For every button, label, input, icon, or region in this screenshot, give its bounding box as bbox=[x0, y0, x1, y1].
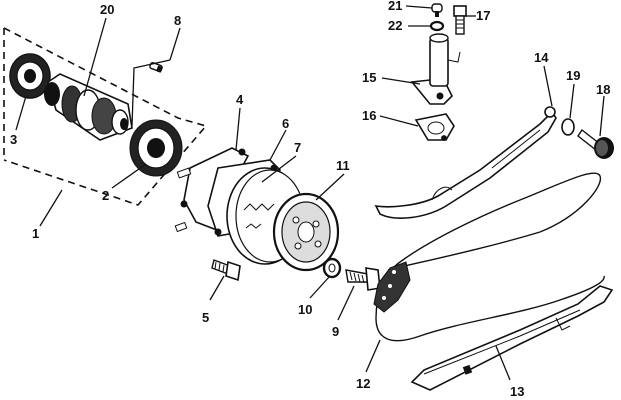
pivot-washer bbox=[561, 118, 575, 136]
callout-1: 1 bbox=[32, 226, 39, 241]
callout-2: 2 bbox=[102, 188, 109, 203]
callout-14: 14 bbox=[534, 50, 549, 65]
callout-10: 10 bbox=[298, 302, 312, 317]
washer bbox=[322, 257, 342, 279]
callout-12: 12 bbox=[356, 376, 370, 391]
callout-5: 5 bbox=[202, 310, 209, 325]
callout-3: 3 bbox=[10, 132, 17, 147]
callout-9: 9 bbox=[332, 324, 339, 339]
drive-plate bbox=[272, 192, 340, 272]
leader-lines bbox=[15, 5, 605, 381]
plate-screw bbox=[211, 259, 241, 282]
callout-labels: 20 8 3 2 1 4 6 7 11 5 10 9 12 13 14 19 1… bbox=[10, 0, 610, 399]
tensioner-bolt bbox=[453, 5, 467, 35]
o-ring bbox=[429, 20, 445, 32]
callout-17: 17 bbox=[476, 8, 490, 23]
chain-guide bbox=[410, 285, 614, 391]
callout-22: 22 bbox=[388, 18, 402, 33]
callout-16: 16 bbox=[362, 108, 376, 123]
callout-13: 13 bbox=[510, 384, 524, 399]
camshaft bbox=[44, 73, 133, 141]
callout-18: 18 bbox=[596, 82, 610, 97]
sprocket-bolt bbox=[345, 267, 381, 291]
callout-8: 8 bbox=[174, 13, 181, 28]
callout-11: 11 bbox=[336, 158, 350, 173]
left-bearing bbox=[9, 53, 51, 99]
small-screw bbox=[431, 3, 443, 17]
timing-chain bbox=[373, 172, 605, 342]
callout-15: 15 bbox=[362, 70, 376, 85]
tensioner-gasket bbox=[414, 113, 455, 141]
callout-6: 6 bbox=[282, 116, 289, 131]
tensioner-guide bbox=[374, 106, 557, 219]
pivot-bolt bbox=[577, 128, 614, 159]
callout-4: 4 bbox=[236, 92, 244, 107]
tensioner-body bbox=[410, 33, 461, 105]
callout-20: 20 bbox=[100, 2, 114, 17]
callout-7: 7 bbox=[294, 140, 301, 155]
camshaft-assembly-dashed-box bbox=[3, 27, 208, 206]
callout-19: 19 bbox=[566, 68, 580, 83]
callout-21: 21 bbox=[388, 0, 402, 13]
right-bearing bbox=[129, 119, 183, 177]
